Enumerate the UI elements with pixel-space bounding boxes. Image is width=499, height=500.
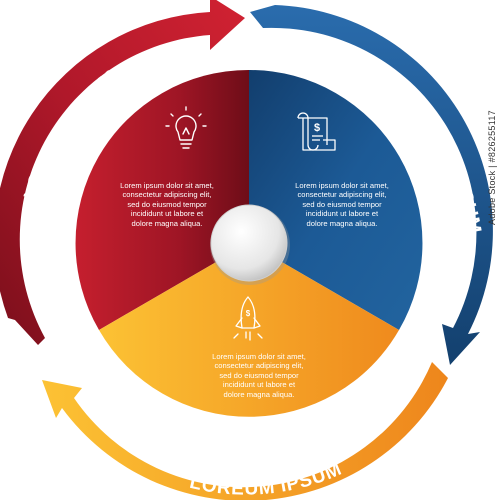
orange-segment (99, 243, 399, 417)
rocket-dollar-icon: $ (233, 296, 263, 341)
orange-arrow (42, 362, 448, 500)
lightbulb-icon (165, 106, 207, 149)
blue-segment (249, 69, 423, 331)
red-segment-text: Lorem ipsum dolor sit amet, consectetur … (120, 181, 214, 228)
stock-image-id: Adobe Stock | #826255117 (487, 110, 497, 225)
invoice-dollar-icon: $ (297, 112, 336, 151)
orange-arrow-label: LOREUM IPSUM (188, 459, 345, 500)
blue-segment-text: Lorem ipsum dolor sit amet, consectetur … (295, 181, 389, 228)
svg-text:$: $ (314, 122, 320, 134)
red-segment (75, 69, 250, 331)
red-arrow (0, 0, 245, 345)
blue-arrow (250, 5, 493, 365)
orange-segment-text: Lorem ipsum dolor sit amet, consectetur … (212, 352, 306, 399)
center-hub (210, 204, 288, 282)
svg-text:$: $ (246, 309, 251, 318)
